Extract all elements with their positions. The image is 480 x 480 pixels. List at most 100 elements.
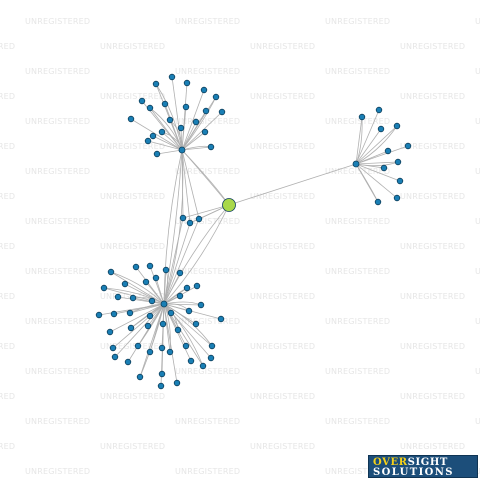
network-node[interactable] xyxy=(187,357,195,365)
network-node[interactable] xyxy=(161,100,169,108)
network-node[interactable] xyxy=(146,104,154,112)
edge-bottom-cluster xyxy=(114,303,165,358)
network-node[interactable] xyxy=(192,118,200,126)
network-node[interactable] xyxy=(195,215,203,223)
network-node[interactable] xyxy=(394,158,402,166)
network-node[interactable] xyxy=(106,328,114,336)
network-node[interactable] xyxy=(393,122,401,130)
network-node[interactable] xyxy=(158,344,166,352)
network-node[interactable] xyxy=(208,342,216,350)
network-node[interactable] xyxy=(193,282,201,290)
network-node[interactable] xyxy=(110,310,118,318)
network-node[interactable] xyxy=(142,278,150,286)
watermark-text: UNREGISTERED xyxy=(400,342,465,351)
network-node[interactable] xyxy=(375,106,383,114)
network-node[interactable] xyxy=(377,125,385,133)
network-node[interactable] xyxy=(100,284,108,292)
network-node[interactable] xyxy=(95,311,103,319)
network-node[interactable] xyxy=(107,268,115,276)
watermark-text: UNREGISTERED xyxy=(475,17,480,26)
network-node[interactable] xyxy=(202,107,210,115)
network-hub-node[interactable] xyxy=(160,300,168,308)
network-node[interactable] xyxy=(207,143,215,151)
network-node[interactable] xyxy=(129,294,137,302)
network-node[interactable] xyxy=(109,344,117,352)
network-node[interactable] xyxy=(134,342,142,350)
network-node[interactable] xyxy=(200,86,208,94)
network-node[interactable] xyxy=(111,353,119,361)
network-node[interactable] xyxy=(218,108,226,116)
network-hub-node[interactable] xyxy=(352,160,360,168)
network-node[interactable] xyxy=(177,124,185,132)
network-node[interactable] xyxy=(393,194,401,202)
edge-top-cluster xyxy=(161,131,183,151)
network-node[interactable] xyxy=(182,103,190,111)
network-node[interactable] xyxy=(168,73,176,81)
network-node[interactable] xyxy=(380,164,388,172)
network-node[interactable] xyxy=(182,342,190,350)
network-node[interactable] xyxy=(144,322,152,330)
network-node[interactable] xyxy=(152,274,160,282)
network-node[interactable] xyxy=(114,293,122,301)
network-node[interactable] xyxy=(149,132,157,140)
network-node[interactable] xyxy=(176,269,184,277)
network-node[interactable] xyxy=(144,137,152,145)
network-node[interactable] xyxy=(159,320,167,328)
network-node[interactable] xyxy=(138,97,146,105)
network-center-node[interactable] xyxy=(222,198,236,212)
watermark-text: UNREGISTERED xyxy=(0,342,15,351)
edge-top-bottom xyxy=(163,149,184,305)
network-node[interactable] xyxy=(136,373,144,381)
network-node[interactable] xyxy=(212,93,220,101)
network-node[interactable] xyxy=(185,307,193,315)
network-node[interactable] xyxy=(186,219,194,227)
network-node[interactable] xyxy=(146,312,154,320)
edge-top-mid xyxy=(181,149,200,220)
network-node[interactable] xyxy=(384,147,392,155)
network-node[interactable] xyxy=(199,362,207,370)
edge-center-bottom xyxy=(163,204,230,305)
network-node[interactable] xyxy=(146,348,154,356)
network-node[interactable] xyxy=(157,382,165,390)
network-node[interactable] xyxy=(124,358,132,366)
network-node[interactable] xyxy=(183,284,191,292)
network-node[interactable] xyxy=(207,354,215,362)
network-node[interactable] xyxy=(183,79,191,87)
network-node[interactable] xyxy=(217,315,225,323)
network-node[interactable] xyxy=(158,128,166,136)
watermark-text: UNREGISTERED xyxy=(25,367,90,376)
network-node[interactable] xyxy=(176,292,184,300)
network-node[interactable] xyxy=(162,266,170,274)
network-node[interactable] xyxy=(173,379,181,387)
network-node[interactable] xyxy=(197,301,205,309)
network-node[interactable] xyxy=(153,150,161,158)
network-node[interactable] xyxy=(121,280,129,288)
watermark-text: UNREGISTERED xyxy=(0,242,15,251)
network-node[interactable] xyxy=(167,309,175,317)
network-hub-node[interactable] xyxy=(178,146,186,154)
edge-top-mid xyxy=(181,149,184,219)
network-node[interactable] xyxy=(358,113,366,121)
network-node[interactable] xyxy=(127,324,135,332)
network-node[interactable] xyxy=(166,116,174,124)
network-node[interactable] xyxy=(174,326,182,334)
network-node[interactable] xyxy=(192,320,200,328)
network-node[interactable] xyxy=(146,262,154,270)
network-node[interactable] xyxy=(126,309,134,317)
network-node[interactable] xyxy=(127,115,135,123)
edge-right-cluster xyxy=(355,128,382,165)
network-node[interactable] xyxy=(152,80,160,88)
network-node[interactable] xyxy=(396,177,404,185)
network-node[interactable] xyxy=(404,142,412,150)
network-node[interactable] xyxy=(166,348,174,356)
network-node[interactable] xyxy=(179,214,187,222)
network-node[interactable] xyxy=(374,198,382,206)
network-node[interactable] xyxy=(201,128,209,136)
edge-bottom-cluster xyxy=(145,281,165,305)
network-node[interactable] xyxy=(158,370,166,378)
watermark-text: UNREGISTERED xyxy=(325,67,390,76)
network-node[interactable] xyxy=(148,297,156,305)
network-node[interactable] xyxy=(132,263,140,271)
edge-top-cluster xyxy=(180,127,183,151)
